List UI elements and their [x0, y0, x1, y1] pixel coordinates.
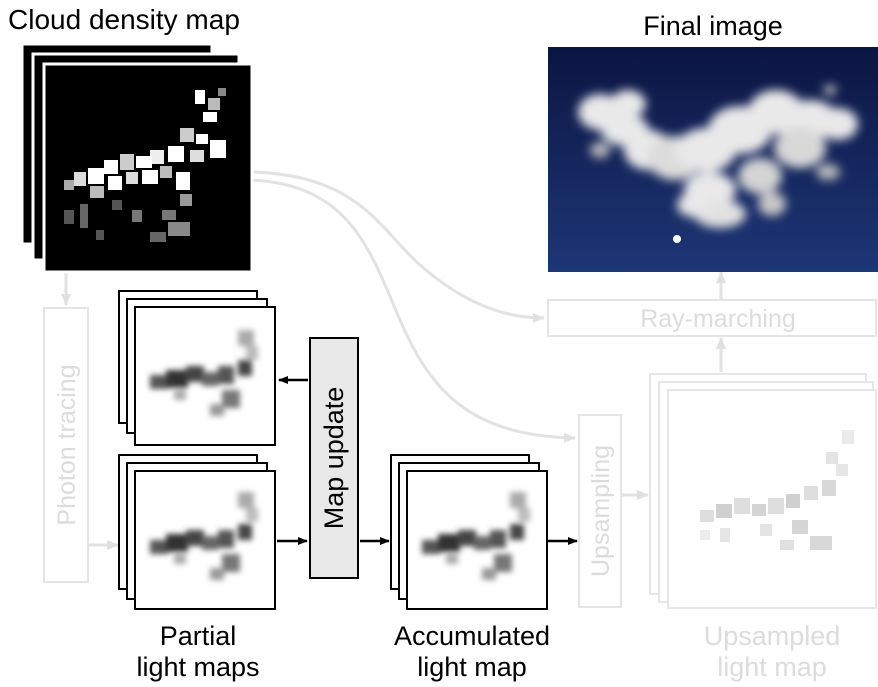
- map-update-box: [309, 337, 359, 579]
- accumulated-light-map-caption-line2: light map: [417, 652, 527, 682]
- upsampled-light-map-caption-line1: Upsampled: [703, 621, 841, 651]
- accumulated-light-blur: [422, 492, 530, 580]
- partial-light-map-stack-1: [118, 290, 276, 446]
- partial-light-maps-caption-line1: Partial: [159, 621, 237, 651]
- photon-tracing-label: Photon tracing: [53, 364, 81, 525]
- map-update-label: Map update: [319, 387, 349, 530]
- upsampled-blocks: [700, 430, 854, 550]
- accumulated-light-map-stack: [390, 454, 548, 610]
- upsampled-light-map-caption-line2: light map: [717, 652, 827, 682]
- cloud-density-map-title: Cloud density map: [8, 4, 240, 35]
- final-image: [548, 47, 878, 272]
- accumulated-light-map-caption-line1: Accumulated: [393, 621, 551, 651]
- rendered-cloud: [578, 85, 858, 228]
- sun-dot: [673, 235, 681, 243]
- map-flow-arrows: [277, 376, 578, 545]
- ray-marching-box: [547, 299, 877, 337]
- partial-light-map-stack-2: [118, 454, 276, 610]
- density-to-raymarching-arrow: [251, 170, 545, 323]
- partial-light-blur-1: [150, 330, 258, 416]
- density-blocks: [64, 88, 226, 242]
- ray-marching-label: Ray-marching: [640, 305, 796, 333]
- density-to-upsampling-arrow: [251, 178, 576, 443]
- final-image-title: Final image: [643, 11, 783, 41]
- faded-connectors: [61, 170, 726, 550]
- photon-tracing-box: [43, 307, 89, 583]
- upsampling-box: [578, 414, 622, 608]
- cloud-density-map-stack: [20, 42, 254, 274]
- upsampled-light-map-stack: [649, 373, 877, 609]
- partial-light-blur-2: [150, 492, 258, 580]
- partial-light-maps-caption-line2: light maps: [136, 652, 260, 682]
- upsampling-label: Upsampling: [587, 445, 615, 577]
